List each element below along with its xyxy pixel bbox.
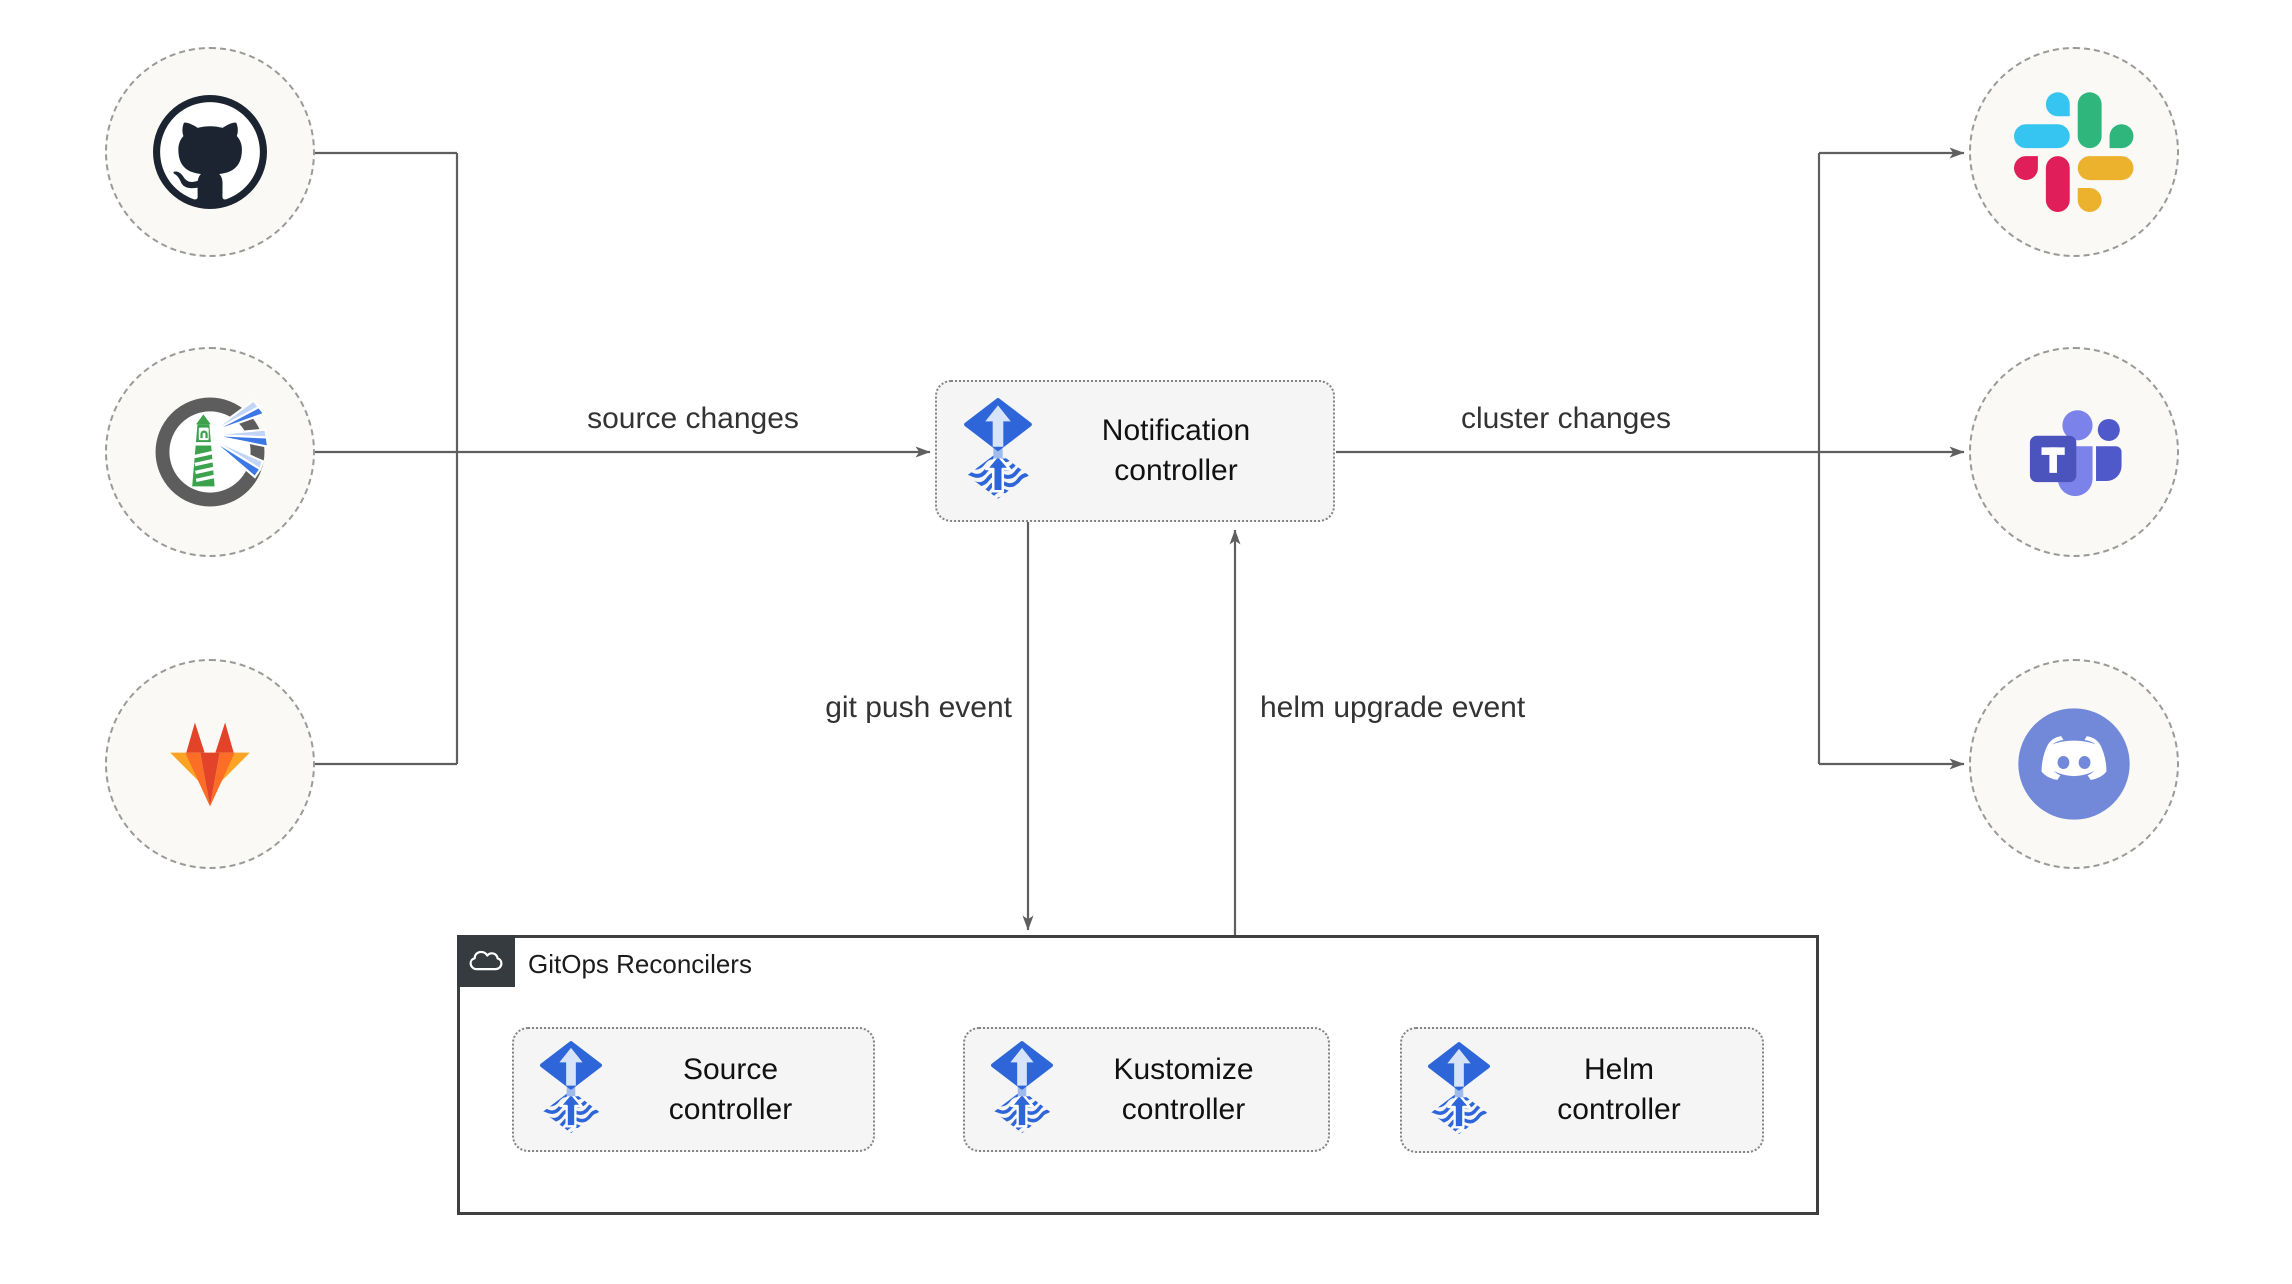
edge-label-helm-upgrade: helm upgrade event — [1260, 691, 1526, 724]
node-discord — [1969, 659, 2179, 869]
node-harbor — [105, 347, 315, 557]
cloud-icon — [469, 950, 503, 971]
teams-icon — [2029, 410, 2122, 497]
edge-label-source-changes: source changes — [587, 402, 799, 435]
gitlab-icon — [170, 721, 250, 807]
source-controller-label: Source controller — [668, 1052, 793, 1126]
group-header-tile — [457, 935, 515, 987]
flux-icon — [1428, 1041, 1490, 1134]
discord-icon — [2018, 708, 2130, 820]
flux-icon — [964, 398, 1032, 499]
notification-controller-box: Notification controller — [935, 380, 1335, 522]
github-icon — [153, 95, 267, 209]
helm-controller-box: Helm controller — [1400, 1027, 1764, 1153]
node-github — [105, 47, 315, 257]
flux-icon — [540, 1041, 602, 1134]
node-gitlab — [105, 659, 315, 869]
notification-controller-label: Notification controller — [1101, 414, 1251, 487]
node-slack — [1969, 47, 2179, 257]
kustomize-controller-box: Kustomize controller — [963, 1027, 1330, 1152]
harbor-icon — [155, 397, 270, 507]
group-title: GitOps Reconcilers — [528, 949, 752, 979]
source-controller-box: Source controller — [512, 1027, 875, 1152]
helm-controller-label: Helm controller — [1557, 1053, 1681, 1126]
flux-icon — [991, 1041, 1053, 1134]
edge-label-git-push: git push event — [825, 691, 1012, 724]
kustomize-controller-label: Kustomize controller — [1113, 1052, 1254, 1126]
slack-icon — [2014, 92, 2134, 212]
edge-label-cluster-changes: cluster changes — [1460, 402, 1672, 435]
node-teams — [1969, 347, 2179, 557]
